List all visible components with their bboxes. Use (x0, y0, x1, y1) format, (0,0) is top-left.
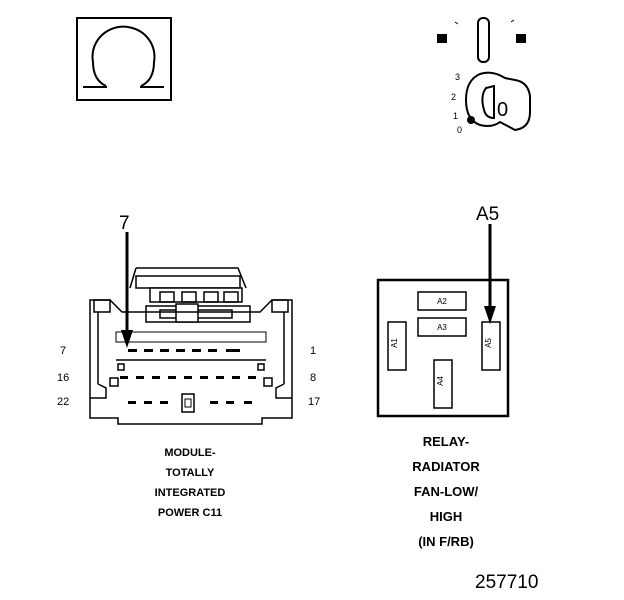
relay-caption: RELAY- RADIATOR FAN-LOW/ HIGH (IN F/RB) (412, 434, 480, 549)
figure-number: 257710 (475, 572, 538, 593)
connector-caption-line: TOTALLY (166, 467, 215, 479)
relay-body (376, 278, 510, 418)
relay-terminal-labels: A2 A3 A1 A5 A4 (390, 297, 493, 386)
relay-caption-line: RELAY- (423, 434, 469, 449)
connector-caption-line: POWER C11 (158, 507, 222, 519)
pin-label-16: 16 (57, 372, 69, 384)
connector-latch-top (136, 267, 247, 289)
connector-callout-label: 7 (119, 213, 130, 234)
relay-label-a2: A2 (437, 297, 447, 306)
connector-c11 (89, 267, 293, 425)
relay-caption-line: (IN F/RB) (418, 534, 474, 549)
relay-terminal-a5 (481, 321, 501, 371)
connector-pin-row-3 (128, 401, 252, 404)
relay-terminal-a1 (387, 321, 407, 371)
pin-label-8: 8 (310, 372, 316, 384)
relay-callout-label: A5 (476, 204, 499, 225)
ignition-position-2: 2 (451, 92, 456, 102)
ignition-position-1: 1 (453, 111, 458, 121)
key-slot-left (437, 34, 447, 43)
pin-label-22: 22 (57, 396, 69, 408)
connector-caption: MODULE- TOTALLY INTEGRATED POWER C11 (155, 447, 226, 519)
ignition-position-0: 0 (457, 125, 462, 135)
connector-caption-line: MODULE- (164, 447, 216, 459)
key-indicator-dot (467, 116, 475, 124)
relay-caption-line: HIGH (430, 509, 463, 524)
key-slot-right (516, 34, 526, 43)
ignition-position-3: 3 (455, 72, 460, 82)
pin-label-17: 17 (308, 396, 320, 408)
relay-terminal-a2 (417, 291, 467, 311)
relay-label-a4: A4 (436, 376, 445, 386)
key-blade (477, 17, 490, 63)
connector-pin-row-2 (120, 376, 256, 379)
relay-callout-arrow (484, 224, 496, 324)
pin-label-1: 1 (310, 345, 316, 357)
relay-caption-line: RADIATOR (412, 459, 480, 474)
connector-pin-row-1 (128, 349, 240, 352)
relay-label-a1: A1 (390, 338, 399, 348)
ohm-icon (91, 25, 156, 87)
ohmmeter-symbol (76, 17, 172, 101)
relay-caption-line: FAN-LOW/ (414, 484, 479, 499)
connector-caption-line: INTEGRATED (155, 487, 226, 499)
relay-label-a3: A3 (437, 323, 447, 332)
ohm-box (76, 17, 172, 101)
connector-callout-arrow (121, 232, 133, 348)
ignition-key-icon: 0 3 2 1 0 (437, 17, 531, 135)
relay-terminal-a4 (433, 359, 453, 409)
relay-terminal-a3 (417, 317, 467, 337)
relay-label-a5: A5 (484, 338, 493, 348)
pin-label-7: 7 (60, 345, 66, 357)
key-position-label: 0 (497, 99, 508, 121)
key-head (464, 71, 531, 132)
